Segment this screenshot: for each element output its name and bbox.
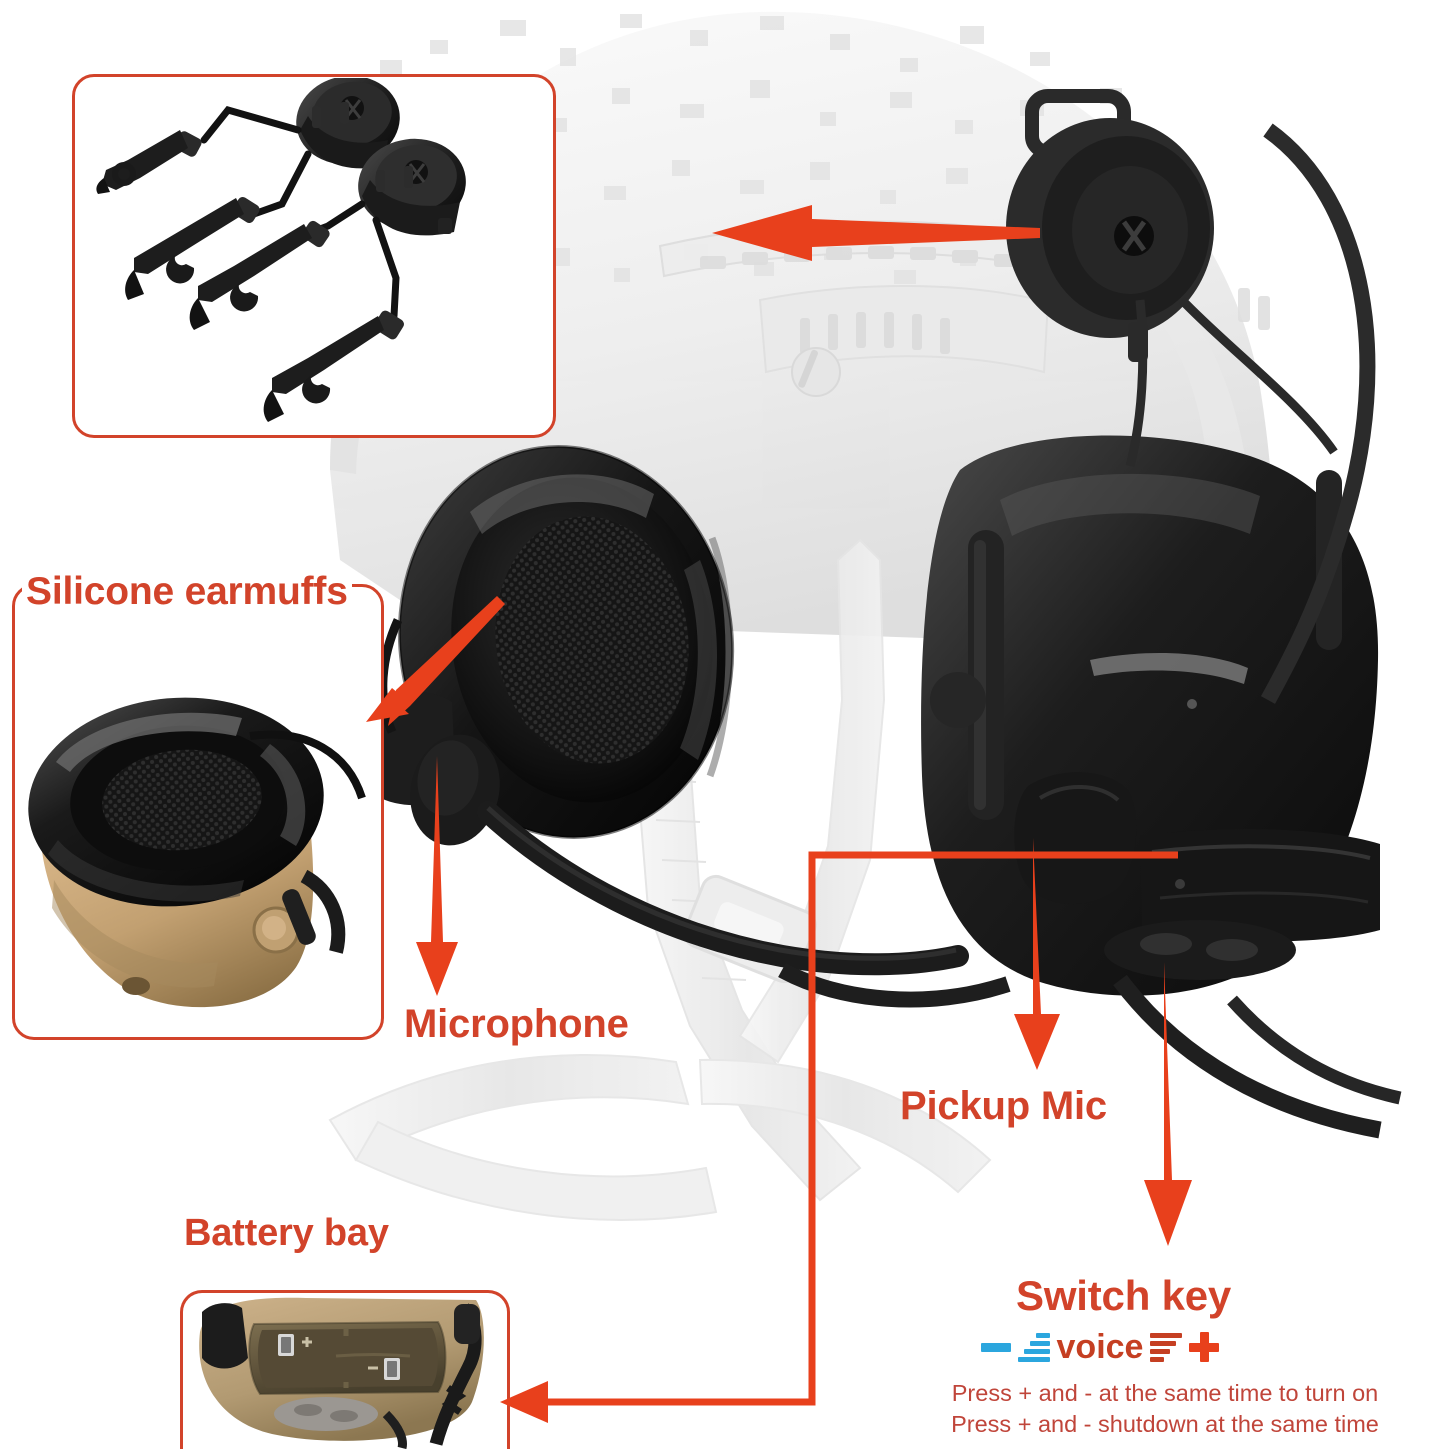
instruction-line-1: Press + and - at the same time to turn o… [951,1380,1379,1406]
volume-level-bars-up-icon [1150,1332,1183,1362]
earcup-pivot-arm [930,530,1004,820]
rail-puck-upper [296,78,400,169]
rail-adapter-puck [1006,89,1214,362]
helmet-rail-adapter-kit-photo [96,78,466,422]
volume-up-icon [1189,1332,1220,1362]
rail-puck-lower [358,138,466,236]
rail-clamp-arm-1 [96,130,202,194]
rail-clamp-arm-2 [125,197,260,300]
rail-clamp-arm-3 [189,220,330,330]
volume-level-bars-down-icon [1017,1332,1050,1362]
battery-lid [1140,829,1380,942]
silicone-earmuffs-label: Silicone earmuffs [22,570,352,614]
instruction-line-2: Press + and - shutdown at the same time [951,1411,1379,1437]
volume-down-icon [980,1342,1011,1352]
switch-key-instructions: Press + and - at the same time to turn o… [895,1378,1435,1440]
switch-key-legend: voice [950,1318,1250,1376]
earmuff-adjuster-knob [252,906,300,954]
switch-key-plate [1104,920,1296,980]
battery-compartment-photo [199,1297,484,1449]
microphone-label: Microphone [404,1002,629,1046]
rail-clamp-arm-4 [263,310,404,422]
voice-label: voice [1056,1327,1144,1366]
battery-bay-label: Battery bay [184,1212,389,1254]
earmuff-cup-photo [28,697,366,1008]
pickup-mic-label: Pickup Mic [900,1084,1107,1128]
left-earcup [366,445,735,839]
helmet-screw [791,347,841,397]
switch-key-label: Switch key [1016,1272,1232,1319]
